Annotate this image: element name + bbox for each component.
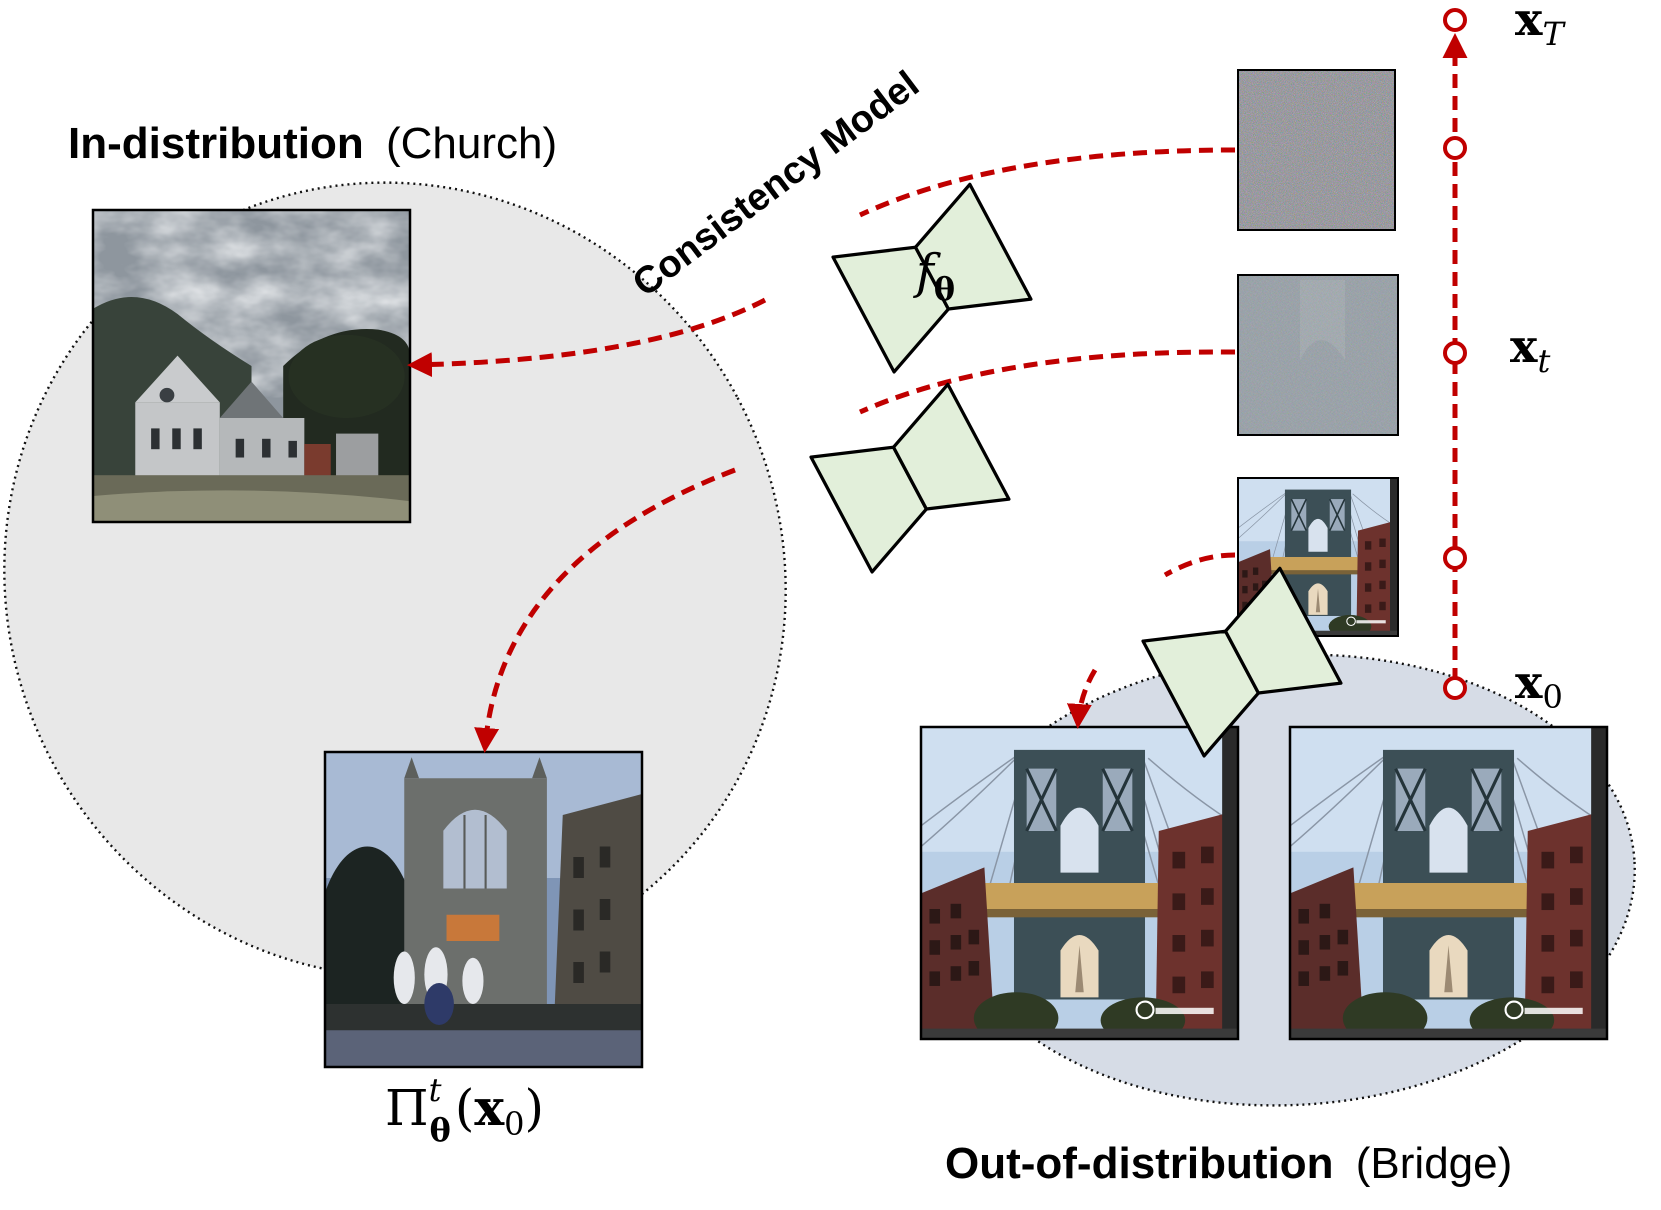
label-x-0: x0 [1515, 655, 1563, 716]
arrow-bridge-to-network-3 [1163, 552, 1236, 578]
out-of-distribution-title: Out-of-distribution (Bridge) [945, 1139, 1512, 1188]
near-clean-bridge-image [1237, 477, 1399, 637]
trajectory-node [1443, 136, 1467, 160]
f-theta-label: fθ [913, 244, 955, 308]
church-output-image [91, 208, 412, 524]
gothic-church-output-image [323, 750, 644, 1069]
trajectory-node-x0 [1443, 676, 1467, 700]
noisy-image-xT [1237, 69, 1396, 231]
in-distribution-title: In-distribution (Church) [68, 119, 557, 168]
label-x-t: xt [1510, 319, 1550, 380]
label-x-T: xT [1515, 0, 1566, 53]
mapping-arrows [407, 147, 1236, 753]
arrow-noise-to-network-1 [858, 147, 1236, 218]
trajectory-node [1443, 546, 1467, 570]
noisy-image-xt [1237, 274, 1399, 436]
arrow-noise-to-network-2 [858, 349, 1236, 415]
consistency-network-2 [811, 384, 1009, 572]
arrow-network-3-to-bridge [1066, 668, 1098, 729]
trajectory-node-xt [1443, 341, 1467, 365]
bridge-output-image [919, 725, 1240, 1041]
bridge-ground-truth-image [1288, 725, 1609, 1041]
trajectory-node-xT [1443, 8, 1467, 32]
diffusion-trajectory [1442, 8, 1468, 700]
